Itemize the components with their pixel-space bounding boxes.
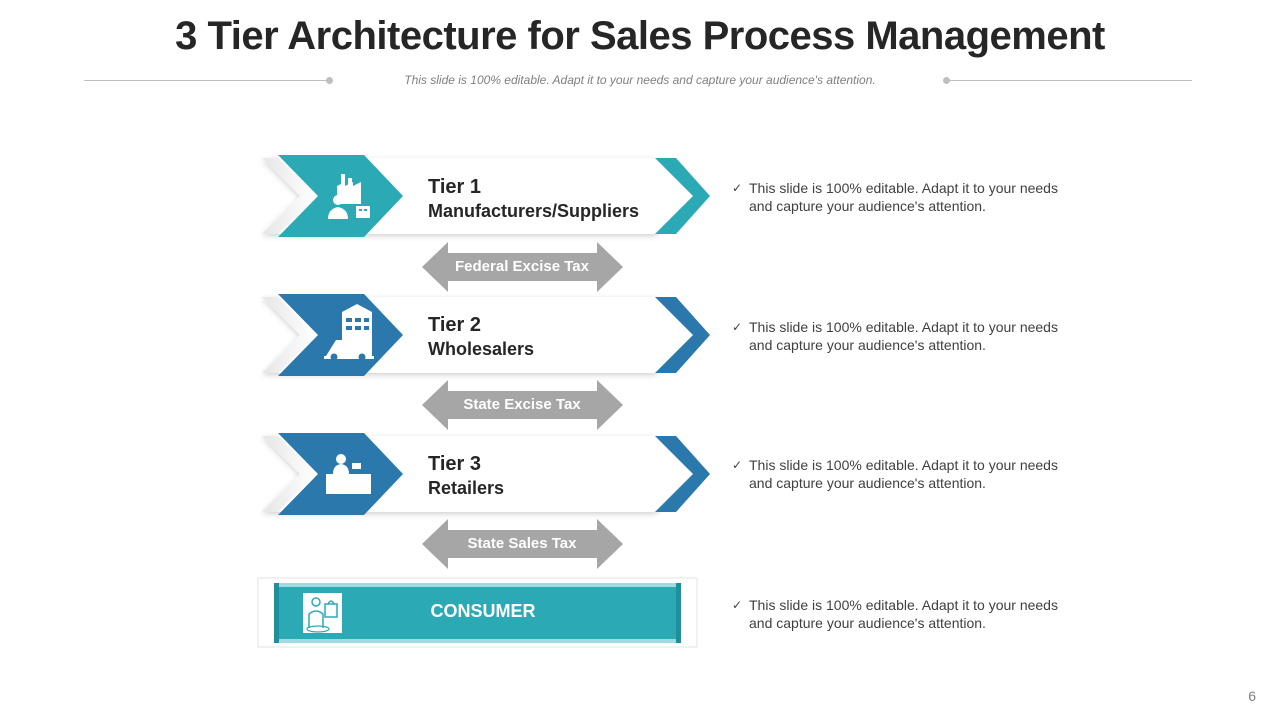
tier-1-arrow-tip [655,158,710,234]
tax-label-1: Federal Excise Tax [455,258,589,275]
tier-1-note-text: This slide is 100% editable. Adapt it to… [749,180,1058,214]
tier-2-text: Tier 2 Wholesalers [428,313,534,361]
consumer-note: ✓ This slide is 100% editable. Adapt it … [732,596,1072,632]
tier-2-arrow [262,294,710,376]
tier-2-note-text: This slide is 100% editable. Adapt it to… [749,319,1058,353]
tier-2-name: Wholesalers [428,339,535,359]
tier-1-text: Tier 1 Manufacturers/Suppliers [428,175,639,223]
slide-title: 3 Tier Architecture for Sales Process Ma… [175,14,1105,58]
tier-3-text: Tier 3 Retailers [428,452,504,500]
tier-2-note: ✓ This slide is 100% editable. Adapt it … [732,318,1072,354]
tier-3-name: Retailers [428,478,505,498]
factory-worker-icon [328,174,370,219]
check-icon: ✓ [732,598,743,612]
tier-2-number: Tier 2 [428,314,481,336]
tier-1-name: Manufacturers/Suppliers [428,201,640,221]
subtitle-rule-right [947,80,1192,81]
consumer-label: CONSUMER [430,601,536,621]
tier-1-arrow [262,155,710,237]
check-icon: ✓ [732,458,743,472]
shopper-bags-icon [303,593,342,633]
check-icon: ✓ [732,320,743,334]
check-icon: ✓ [732,181,743,195]
tax-label-2: State Excise Tax [463,396,581,413]
page-number: 6 [1248,688,1256,704]
tier-1-number: Tier 1 [428,176,481,198]
subtitle-rule-left [84,80,330,81]
consumer-note-text: This slide is 100% editable. Adapt it to… [749,597,1058,631]
cashier-counter-icon [326,454,371,494]
tier-3-note: ✓ This slide is 100% editable. Adapt it … [732,456,1072,492]
tier-3-arrow-tip [655,436,710,512]
tier-2-arrow-tip [655,297,710,373]
tax-label-3: State Sales Tax [467,535,577,552]
tax-arrow-1 [422,242,623,292]
tax-arrow-2 [422,380,623,430]
slide-subtitle: This slide is 100% editable. Adapt it to… [404,73,876,87]
subtitle-dot-right [943,77,950,84]
warehouse-truck-icon [324,304,374,361]
tax-arrow-3 [422,519,623,569]
tier-3-arrow [262,433,710,515]
tier-3-number: Tier 3 [428,453,481,475]
tier-1-note: ✓ This slide is 100% editable. Adapt it … [732,179,1072,215]
consumer-box [257,577,698,648]
subtitle-dot-left [326,77,333,84]
tier-3-note-text: This slide is 100% editable. Adapt it to… [749,457,1058,491]
